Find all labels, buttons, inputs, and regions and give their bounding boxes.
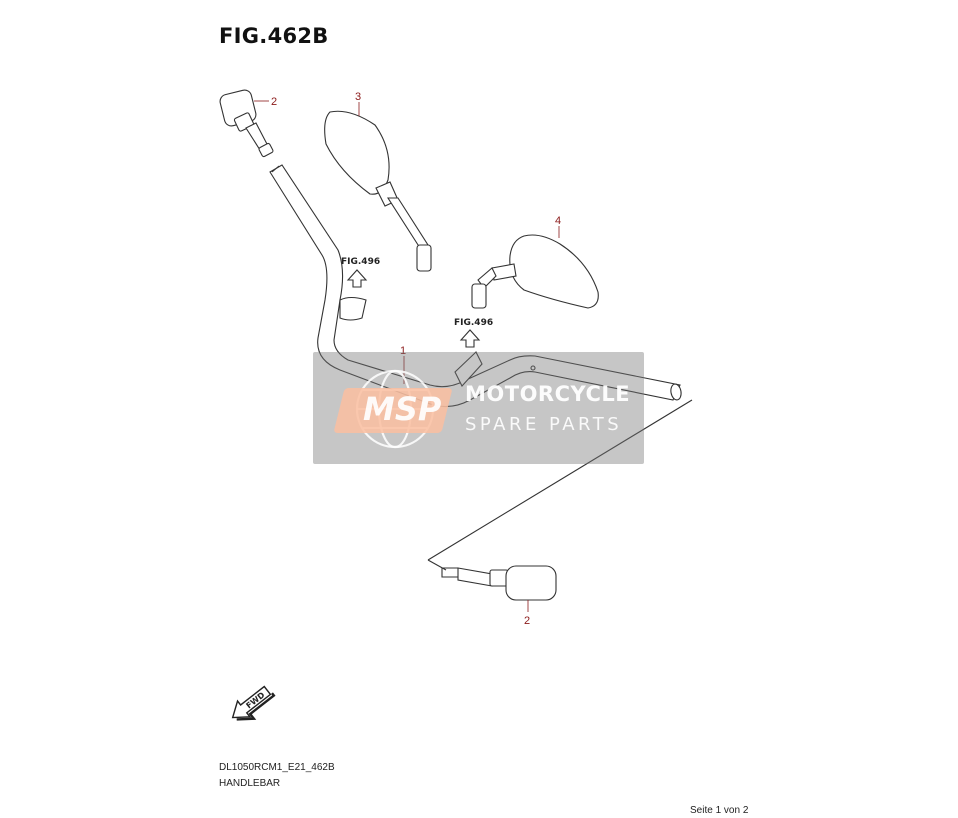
callout-2-bottom-label: 2	[524, 615, 530, 627]
handlebar[interactable]	[269, 164, 682, 408]
mirror-right[interactable]	[471, 234, 599, 309]
grip-weight-top[interactable]	[219, 89, 274, 158]
callout-1-label: 1	[400, 345, 406, 357]
fig-reference-left[interactable]: FIG.496	[341, 257, 380, 288]
fig-reference-right-label: FIG.496	[454, 318, 493, 328]
model-code: DL1050RCM1_E21_462B	[219, 762, 335, 773]
fig-reference-left-label: FIG.496	[341, 257, 380, 267]
assembly-guide-lines	[427, 399, 693, 571]
callout-4: 4	[555, 215, 561, 238]
watermark-overlay: MSP MOTORCYCLE SPARE PARTS	[313, 352, 644, 464]
assembly-name: HANDLEBAR	[219, 778, 281, 789]
callout-2-bottom: 2	[524, 600, 530, 627]
figure-title: FIG.462B	[219, 24, 329, 48]
fig-reference-right[interactable]: FIG.496	[454, 318, 493, 348]
fwd-arrow-icon: FWD	[231, 685, 276, 721]
watermark-brand: MOTORCYCLE	[465, 382, 631, 406]
watermark-tagline: SPARE PARTS	[465, 414, 623, 435]
callout-3: 3	[355, 91, 361, 116]
callout-4-label: 4	[555, 215, 561, 227]
grip-weight-bottom[interactable]	[441, 565, 557, 601]
callout-2-top: 2	[254, 96, 277, 108]
watermark-logo-text: MSP	[363, 390, 442, 428]
callout-2-top-label: 2	[271, 96, 277, 108]
page-indicator: Seite 1 von 2	[690, 805, 749, 816]
callout-3-label: 3	[355, 91, 361, 103]
mirror-left[interactable]	[324, 110, 432, 272]
